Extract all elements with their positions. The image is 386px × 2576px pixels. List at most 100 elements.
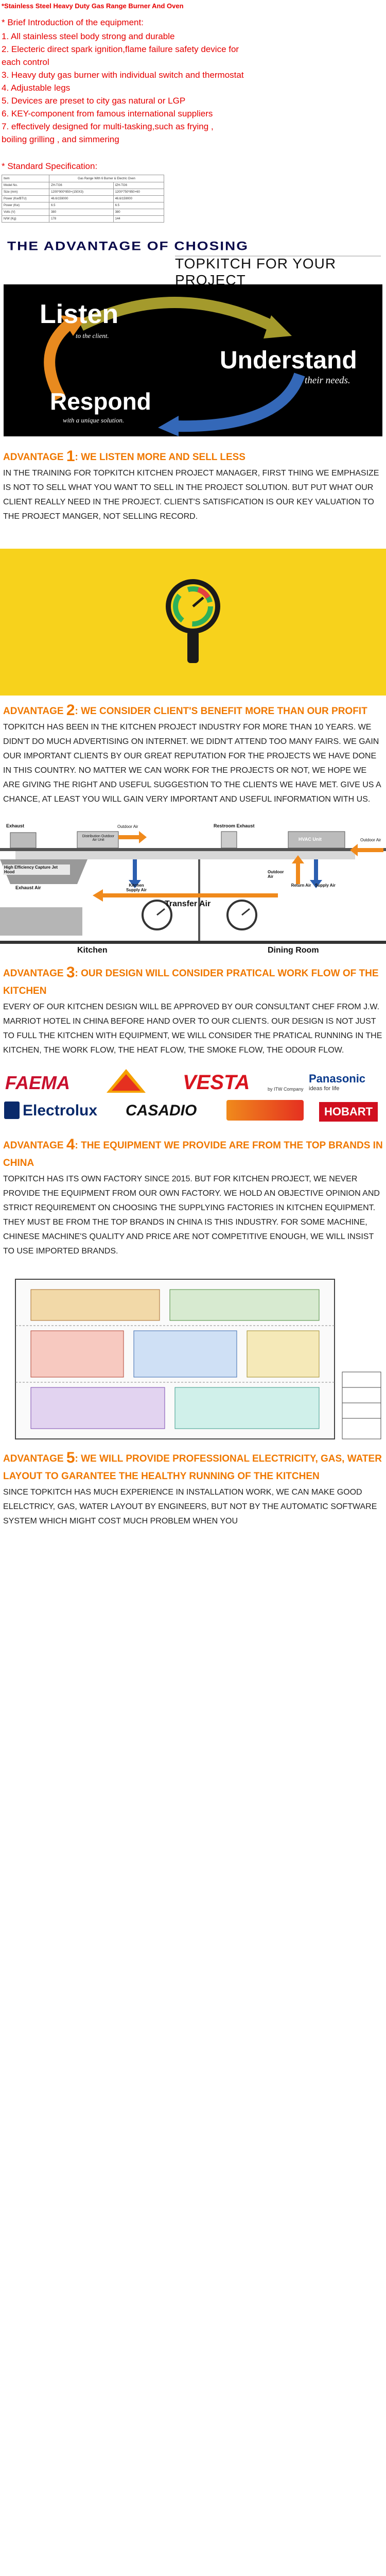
label-exhaust: Exhaust <box>6 823 25 828</box>
page: *Stainless Steel Heavy Duty Gas Range Bu… <box>0 2 386 1526</box>
label-hood: High Efficiency Capture Jet Hood <box>3 865 70 875</box>
logo-casadio: CASADIO <box>126 1102 197 1119</box>
plan-zone <box>30 1289 160 1321</box>
brand-logos: FAEMA VESTA by ITW Company Panasonic ide… <box>0 1068 386 1130</box>
airflow-svg <box>0 831 386 944</box>
logo-orange-brand <box>226 1100 304 1121</box>
arc-right <box>173 372 305 432</box>
spec-cell: Volts (V) <box>1 209 50 216</box>
plan-zone <box>169 1289 320 1321</box>
advantage-number: 4 <box>66 1136 75 1153</box>
listen-understand-respond-graphic: Listen to the client. Understand their n… <box>4 284 382 436</box>
roof-line <box>0 848 386 851</box>
floor <box>0 941 386 944</box>
logo-faema: FAEMA <box>5 1072 70 1093</box>
magnifier-handle <box>187 631 199 663</box>
kitchen-equipment <box>0 907 82 936</box>
return-air-arrow <box>296 863 300 884</box>
spec-cell: ZH-TG6 <box>49 182 114 189</box>
label-kitchen-supply: Kitchen Supply Air <box>126 883 147 892</box>
advantage-4-body: TOPKITCH HAS ITS OWN FACTORY SINCE 2015.… <box>3 1175 380 1256</box>
spec-cell: Model No. <box>1 182 50 189</box>
label-outdoor-air: Outdoor Air <box>268 870 284 879</box>
outdoor-air-arrow <box>358 848 383 852</box>
spec-row: Power (Kw) 6.5 6.5 <box>1 202 165 209</box>
advantage-number: 3 <box>66 964 75 981</box>
restroom-exhaust-unit <box>221 831 237 849</box>
feature-item: boiling grilling , and simmering <box>2 134 119 144</box>
respond-subtitle: with a unique solution. <box>63 416 125 424</box>
plan-zone <box>30 1387 165 1429</box>
label-return-air: Return Air <box>291 883 311 888</box>
understand-subtitle: their needs. <box>305 375 350 386</box>
kitchen-floor-plan <box>0 1269 386 1444</box>
advantage-1-body: IN THE TRAINING FOR TOPKITCH KITCHEN PRO… <box>3 469 379 521</box>
spec-row: Power (Kw/BTU) 46.6/159000 46.6/159000 <box>1 195 165 202</box>
feature-item: 2. Electeric direct spark ignition,flame… <box>2 44 239 54</box>
feature-item: each control <box>2 57 49 67</box>
label-kitchen: Kitchen <box>77 946 108 955</box>
banner-divider <box>175 236 381 257</box>
advantage-number: 2 <box>66 702 75 719</box>
feature-item: 4. Adjustable legs <box>2 83 71 93</box>
spec-cell: 1200*750*850+60 <box>113 189 165 196</box>
spec-cell: Gas Range With 6 Burner & Electric Oven <box>49 175 164 182</box>
logo-panasonic: Panasonic <box>309 1072 366 1085</box>
feature-item: 1. All stainless steel body strong and d… <box>2 31 175 41</box>
transfer-air-arrow <box>103 893 278 897</box>
label-transfer-air: Transfer Air <box>165 900 211 908</box>
duct <box>15 851 355 859</box>
feature-item: 7. effectively designed for multi-taskin… <box>2 122 214 131</box>
arrow-head-top <box>264 315 292 338</box>
listen-word: Listen <box>40 299 119 329</box>
logo-panasonic-sub: ideas for life <box>309 1086 340 1092</box>
feature-item: 5. Devices are preset to city gas natura… <box>2 96 186 106</box>
label-restroom-exhaust: Restroom Exhaust <box>214 823 255 828</box>
arc-top <box>78 297 274 331</box>
hvac-unit <box>288 831 345 849</box>
outdoor-air-arrow <box>118 835 139 839</box>
advantage-title: : WE LISTEN MORE AND SELL LESS <box>75 452 245 463</box>
spec-cell: 6.5 <box>49 202 114 209</box>
advantage-4-heading: ADVANTAGE 4: THE EQUIPMENT WE PROVIDE AR… <box>0 1136 386 1172</box>
gauge-needle <box>192 597 204 607</box>
label-hvac: HVAC Unit <box>299 837 322 842</box>
advantage-number: 1 <box>66 448 75 465</box>
advantage-5-body: SINCE TOPKITCH HAS MUCH EXPERIENCE IN IN… <box>3 1488 377 1526</box>
spec-heading: * Standard Specification: <box>2 161 98 171</box>
advantage-label: ADVANTAGE <box>3 1140 64 1151</box>
floor-plan-svg <box>15 1279 381 1439</box>
understand-word: Understand <box>220 347 357 374</box>
spec-cell: Item <box>1 175 50 182</box>
spec-cell: Size (mm) <box>1 189 50 196</box>
label-distribution-unit: Distribution Outdoor Air Unit <box>82 835 115 842</box>
plan-zone <box>247 1330 320 1378</box>
product-title: *Stainless Steel Heavy Duty Gas Range Bu… <box>2 2 184 10</box>
advantage-title: : THE EQUIPMENT WE PROVIDE ARE FROM THE … <box>3 1140 383 1168</box>
arrow-head-right <box>158 416 179 436</box>
advantage-3-heading: ADVANTAGE 3: OUR DESIGN WILL CONSIDER PR… <box>0 964 386 1000</box>
supply-air-arrow <box>314 859 318 880</box>
banner-title: THE ADVANTAGE OF CHOSING <box>7 239 249 253</box>
advantage-title: : OUR DESIGN WILL CONSIDER PRATICAL WORK… <box>3 968 379 996</box>
respond-word: Respond <box>50 388 151 415</box>
advantage-2-body: TOPKITCH HAS BEEN IN THE KITCHEN PROJECT… <box>3 723 381 804</box>
feature-item: 3. Heavy duty gas burner with individual… <box>2 70 244 80</box>
cycle-arrows <box>44 297 305 436</box>
banner-subtitle: TOPKITCH FOR YOUR PROJECT <box>175 256 337 288</box>
kitchen-dining-wall <box>198 859 200 941</box>
spec-cell: Power (Kw) <box>1 202 50 209</box>
spec-row: Model No. ZH-TG6 IZH-TG6 <box>1 182 165 189</box>
plan-title-block <box>342 1371 381 1439</box>
spec-cell: 6.5 <box>113 202 165 209</box>
spec-header-row: Item Gas Range With 6 Burner & Electric … <box>1 175 164 182</box>
arc-left <box>44 318 75 401</box>
label-exhaust-air: Exhaust Air <box>15 885 41 890</box>
spec-row: Volts (V) 380 380 <box>1 209 165 216</box>
advantage-title: : WE CONSIDER CLIENT'S BENEFIT MORE THAN… <box>75 706 367 717</box>
spec-table: Item Gas Range With 6 Burner & Electric … <box>1 175 165 223</box>
spec-cell: 380 <box>113 209 165 216</box>
advantage-banner: THE ADVANTAGE OF CHOSING TOPKITCH FOR YO… <box>0 233 386 288</box>
advantage-label: ADVANTAGE <box>3 452 64 463</box>
logo-hobart: HOBART <box>319 1102 378 1122</box>
